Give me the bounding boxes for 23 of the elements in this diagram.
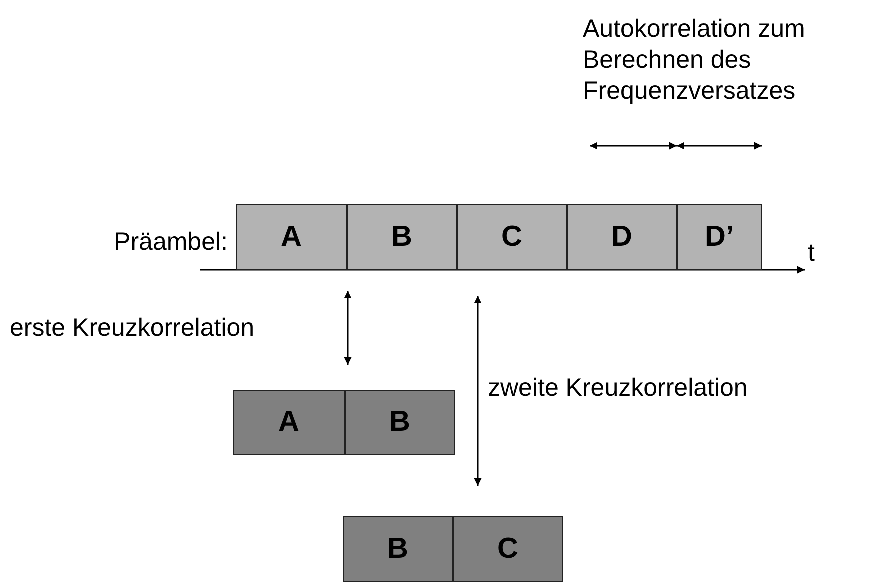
segment-letter: B: [392, 220, 412, 254]
segment-letter: B: [390, 406, 410, 439]
signal-segment: [453, 516, 563, 582]
annotation-text: zweite Kreuzkorrelation: [488, 373, 748, 404]
signal-segment: [347, 204, 457, 270]
segment-letter: D’: [705, 220, 734, 254]
segment-letter: C: [502, 220, 522, 254]
signal-segment: [567, 204, 677, 270]
segment-letter: A: [281, 220, 302, 254]
segment-letter: D: [612, 220, 632, 254]
signal-segment: [343, 516, 453, 582]
signal-segment: [236, 204, 347, 270]
signal-segment: [345, 390, 455, 455]
segment-letter: A: [278, 406, 300, 439]
annotation-text: Autokorrelation zum Berechnen des Frequenzversatzes: [583, 14, 806, 107]
annotation-text: erste Kreuzkorrelation: [10, 313, 255, 344]
segment-letter: B: [388, 532, 408, 566]
signal-segment: [457, 204, 567, 270]
signal-segment: [233, 390, 345, 455]
segment-letter: C: [498, 532, 518, 566]
signal-segment: [677, 204, 762, 270]
axis-label: t: [808, 238, 815, 269]
row-label: Präambel:: [114, 227, 228, 258]
